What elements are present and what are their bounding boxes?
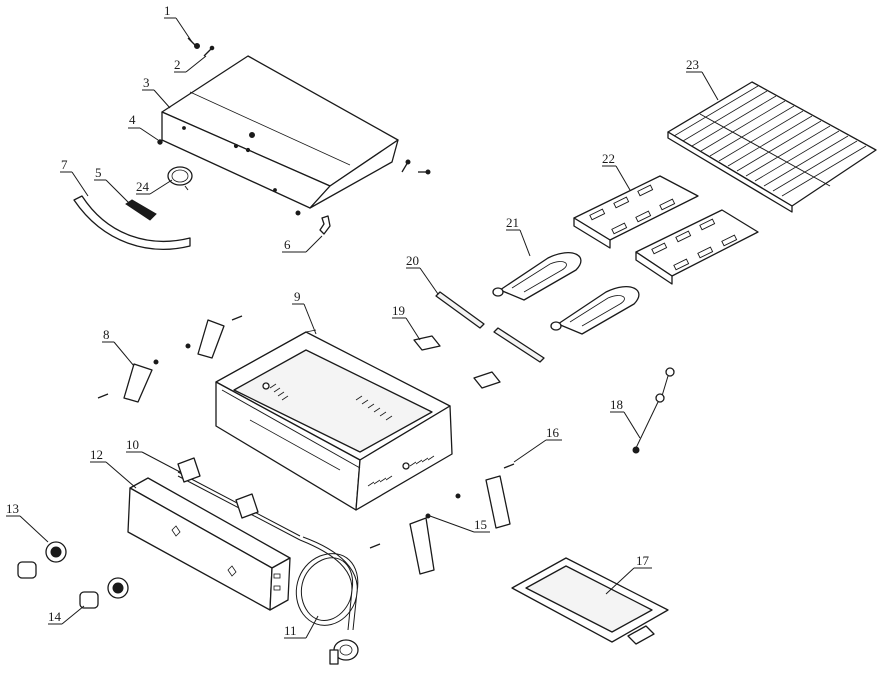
part-leg-8a <box>123 363 153 403</box>
callout-20: 20 <box>406 253 419 268</box>
callout-10: 10 <box>126 437 139 452</box>
callout-24: 24 <box>136 179 150 194</box>
leader-lines <box>6 17 719 639</box>
callout-17: 17 <box>636 553 650 568</box>
callout-1: 1 <box>164 3 171 18</box>
callout-8: 8 <box>103 327 110 342</box>
part-grease-tray-17 <box>511 557 669 645</box>
part-screws-legs <box>97 315 515 549</box>
part-knob-bezel-14 <box>107 577 129 599</box>
callout-19: 19 <box>392 303 405 318</box>
callout-16: 16 <box>546 425 560 440</box>
part-handle-7 <box>73 195 191 250</box>
part-bracket-19 <box>413 335 501 389</box>
callout-22: 22 <box>602 151 615 166</box>
part-valve-manifold-10 <box>177 457 301 541</box>
callout-21: 21 <box>506 215 519 230</box>
part-lid <box>161 55 399 209</box>
part-screw-4 <box>157 139 163 145</box>
callout-5: 5 <box>95 165 102 180</box>
callout-7: 7 <box>61 157 68 172</box>
part-heat-plate-22a <box>573 175 699 249</box>
part-thermometer-24 <box>167 166 193 191</box>
callout-2: 2 <box>174 57 181 72</box>
callout-4: 4 <box>129 112 136 127</box>
callout-3: 3 <box>143 75 150 90</box>
part-knob-bezel-13 <box>45 541 67 563</box>
part-washer-2 <box>203 45 215 57</box>
callout-9: 9 <box>294 289 301 304</box>
callout-11: 11 <box>284 623 297 638</box>
callout-12: 12 <box>90 447 103 462</box>
part-rail-20 <box>435 291 545 363</box>
part-screws-lid <box>295 159 431 216</box>
part-hinge-6 <box>319 215 331 235</box>
part-burner-21b <box>550 286 640 335</box>
callout-13: 13 <box>6 501 19 516</box>
part-ignitor-18 <box>632 367 675 454</box>
part-firebox-9 <box>215 329 453 511</box>
part-leg-15b <box>485 475 511 529</box>
callout-6: 6 <box>284 237 291 252</box>
part-control-panel-12 <box>127 477 291 611</box>
part-burner-21a <box>492 252 582 301</box>
callout-23: 23 <box>686 57 699 72</box>
callout-labels: 1 2 3 4 5 6 7 8 9 10 11 12 13 14 15 16 1… <box>6 3 699 638</box>
part-leg-8b <box>197 319 225 359</box>
callout-15: 15 <box>474 517 487 532</box>
callout-18: 18 <box>610 397 623 412</box>
callout-14: 14 <box>48 609 62 624</box>
part-heat-plate-22b <box>635 209 759 285</box>
part-knob-14 <box>79 591 99 609</box>
part-screw-1 <box>187 37 200 49</box>
part-handle-bracket-5 <box>125 199 157 221</box>
part-knob-13 <box>17 561 37 579</box>
part-hose-regulator-11 <box>295 536 359 665</box>
part-leg-15a <box>409 517 435 575</box>
part-cooking-grid-23 <box>667 81 877 213</box>
